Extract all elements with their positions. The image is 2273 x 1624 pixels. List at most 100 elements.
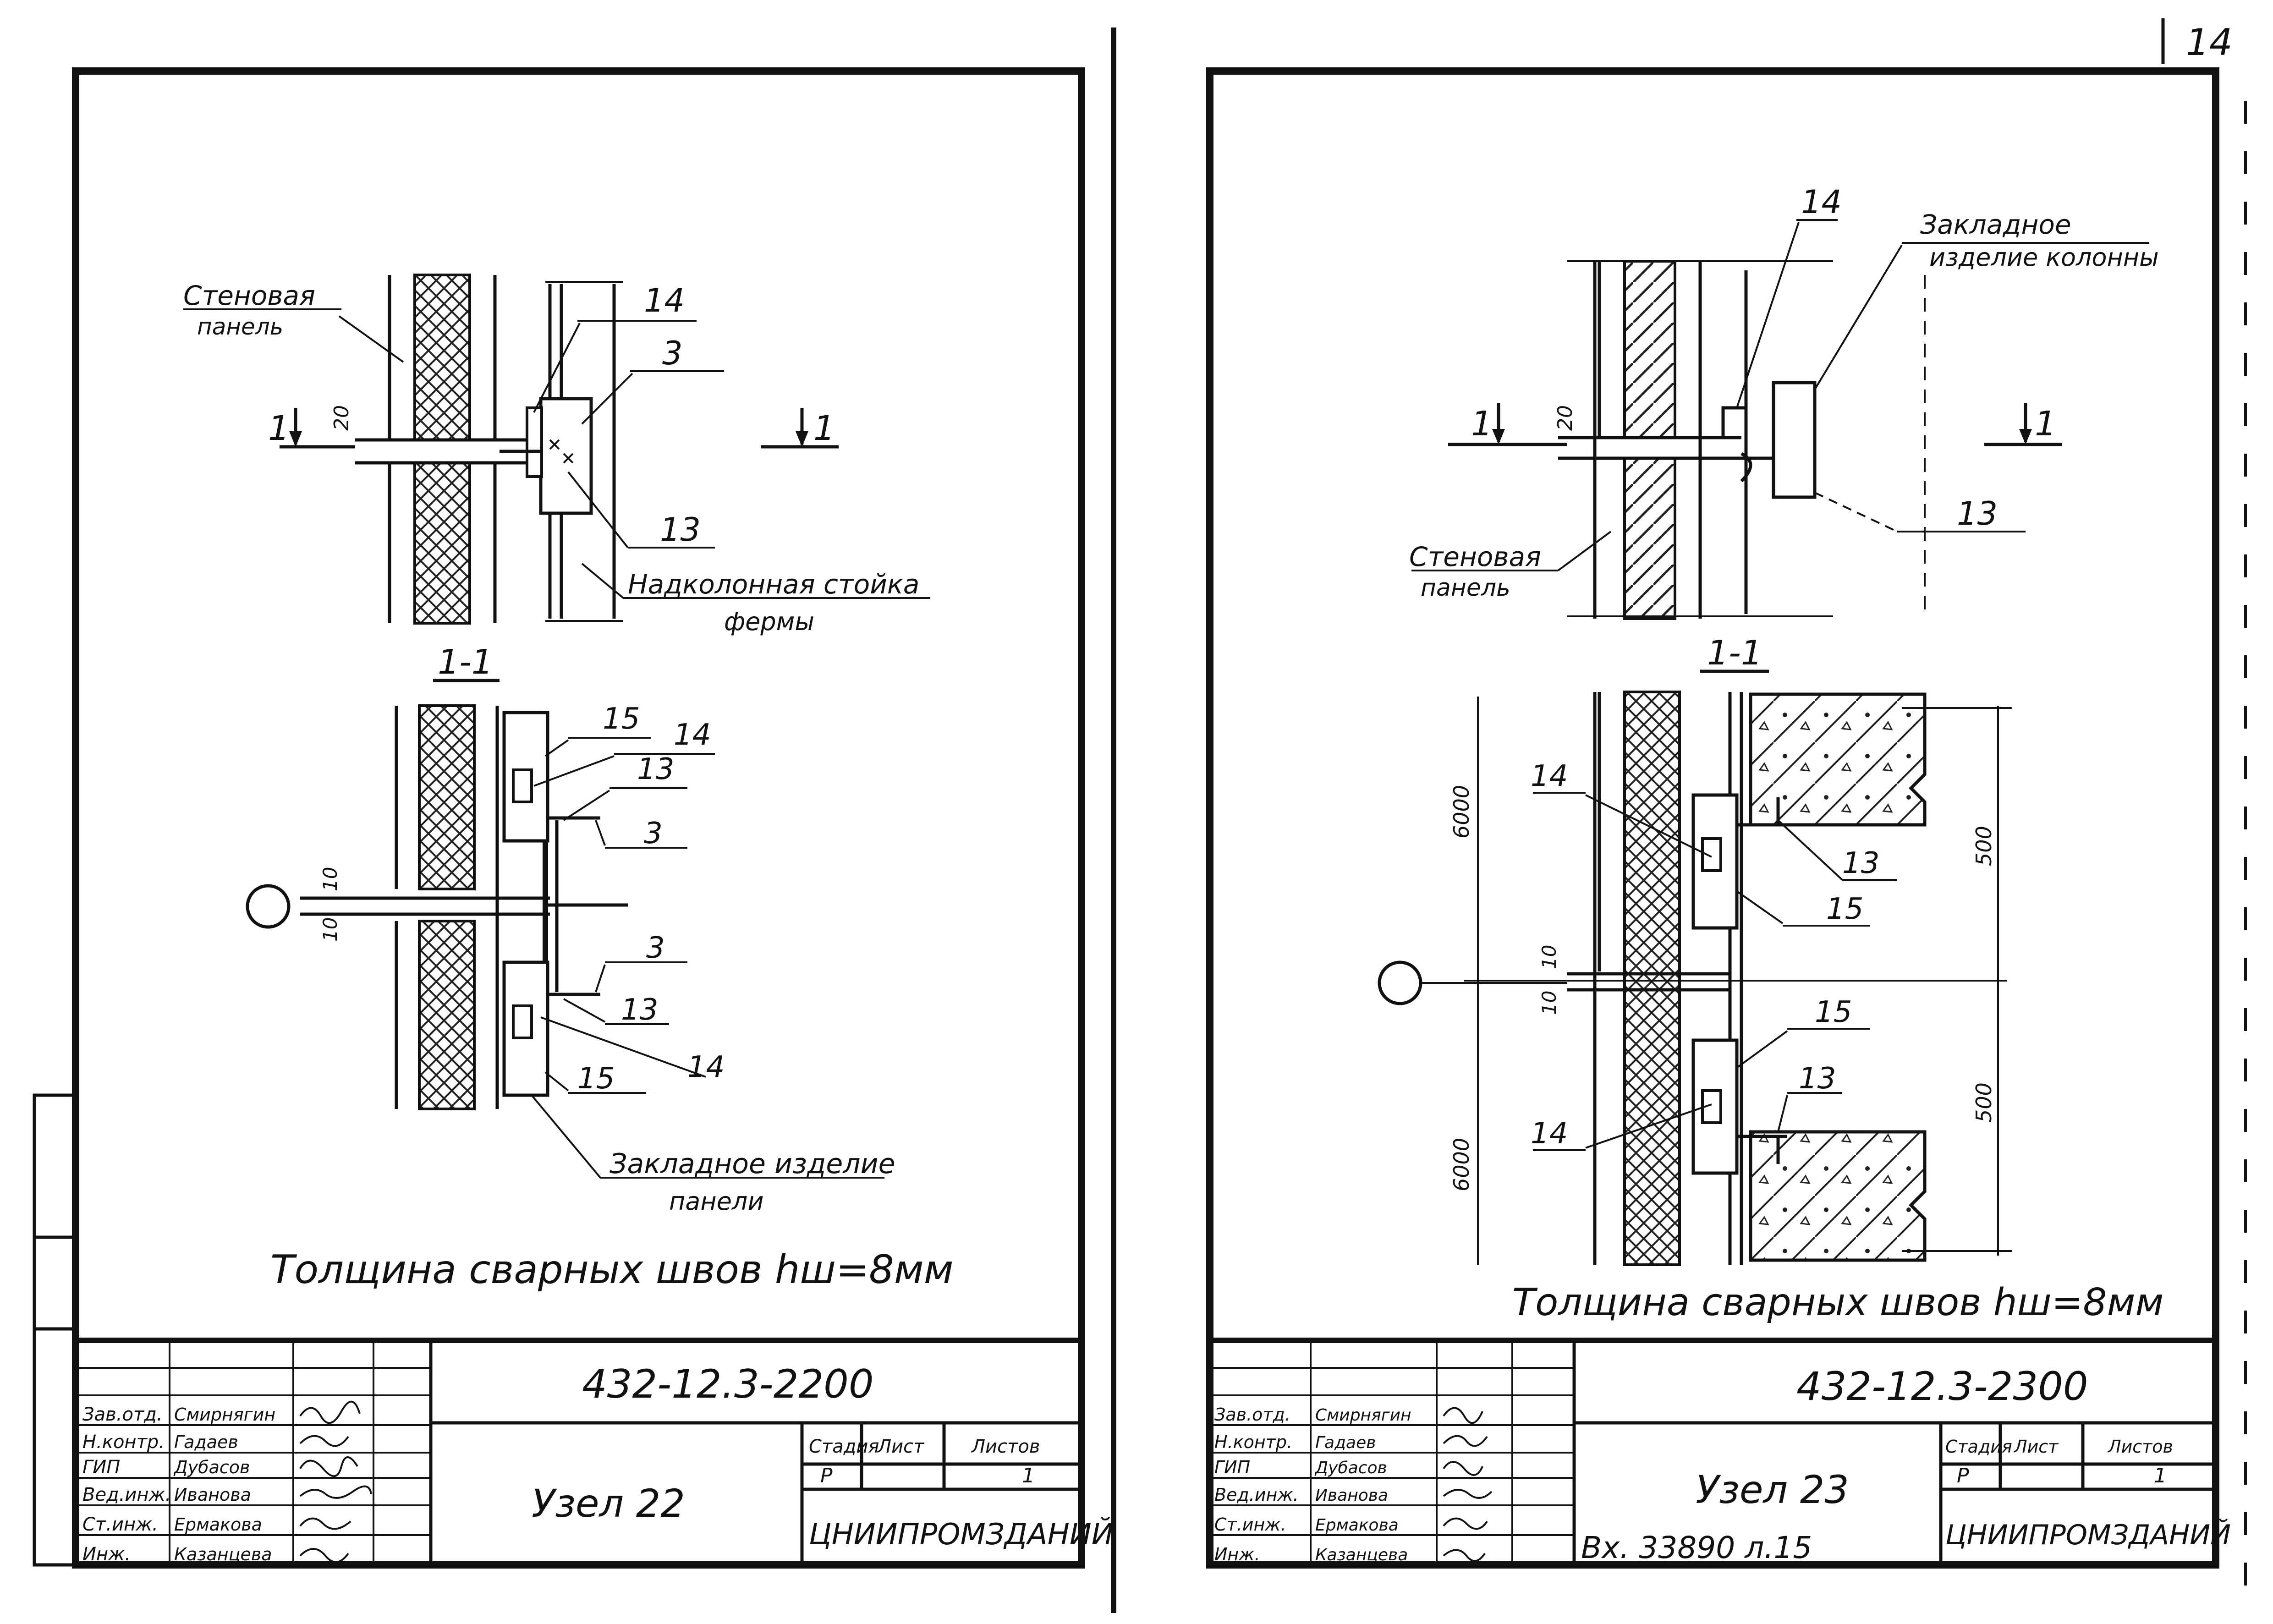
r-dim-right-1: 500 — [1971, 826, 1996, 866]
item-14-top: 14 — [644, 282, 685, 319]
r-joint-dim-2: 10 — [1538, 991, 1560, 1015]
tb-right-sheet-head: Лист — [2013, 1437, 2059, 1457]
tb-right-stage-head: Стадия — [1945, 1437, 2012, 1457]
item-3-a: 3 — [644, 817, 663, 850]
tb-right-inventory: Вх. 33890 л.15 — [1581, 1530, 1812, 1565]
node23-plan-view: 1 1 20 14 Закладное изделие колонны 13 С… — [1409, 183, 2159, 620]
label-embedded-panel-2: панели — [669, 1187, 764, 1216]
sheet-left: 1 1 20 Стеновая панель 14 3 13 Надколонн… — [33, 67, 1114, 1569]
r-item-15-a: 15 — [1826, 892, 1863, 926]
joint-dim-1: 10 — [319, 867, 341, 891]
tb-left-org: ЦНИИПРОМЗДАНИЙ — [809, 1517, 1114, 1552]
r-item-15-b: 15 — [1815, 995, 1852, 1029]
sheet-right-frame — [1206, 67, 2219, 1569]
r-item-13-b: 13 — [1799, 1062, 1836, 1096]
r-dim-left-1: 6000 — [1449, 785, 1474, 839]
r-label-embedded-col-1: Закладное — [1920, 209, 2071, 240]
label-wall-panel-1: Стеновая — [183, 280, 315, 311]
tb-right-sheets: 1 — [2154, 1464, 2167, 1487]
tb-left-name-3: Иванова — [174, 1485, 251, 1505]
r-item-14-top: 14 — [1801, 183, 1842, 221]
r-column-lower — [1749, 1130, 1927, 1262]
r-item-14-b: 14 — [1531, 1117, 1568, 1151]
node22-plan-view: 1 1 20 Стеновая панель 14 3 13 Надколонн… — [183, 274, 930, 636]
title-block-left: 432-12.3-2200 Узел 22 Зав.отд. Н.контр. … — [76, 1338, 1114, 1565]
tb-left-role-2: ГИП — [82, 1457, 120, 1478]
sheet-left-frame — [72, 67, 1085, 1569]
tb-right-name-3: Иванова — [1315, 1486, 1388, 1505]
tb-right-role-3: Вед.инж. — [1214, 1485, 1299, 1505]
tb-left-stage-head: Стадия — [809, 1436, 879, 1457]
tb-left-name-2: Дубасов — [173, 1457, 250, 1477]
insulation-upper — [413, 274, 471, 441]
item-14-a: 14 — [674, 718, 711, 752]
node22-section-1-1: 1-1 10 10 15 14 — [246, 642, 895, 1216]
section-title-left: 1-1 — [438, 642, 493, 682]
r-item-14-a: 14 — [1531, 759, 1568, 793]
sheet-right: 1 1 20 14 Закладное изделие колонны 13 С… — [1206, 67, 2247, 1604]
tb-right-name-2: Дубасов — [1314, 1459, 1387, 1477]
gap-dim: 20 — [330, 405, 353, 431]
section-mark-left-2: 1 — [813, 409, 835, 448]
tb-left-signatures — [299, 1400, 372, 1563]
label-wall-panel-2: панель — [197, 313, 283, 340]
tb-right-role-2: ГИП — [1214, 1457, 1250, 1477]
tb-right-doc-code: 432-12.3-2300 — [1796, 1364, 2088, 1410]
tb-left-sheet-head: Лист — [877, 1436, 925, 1457]
tb-left-name-5: Казанцева — [174, 1544, 272, 1564]
r-dim-right-2: 500 — [1971, 1082, 1996, 1123]
tb-left-name-4: Ермакова — [174, 1514, 262, 1535]
weld-note-left: Толщина сварных швов hш=8мм — [270, 1247, 954, 1293]
tb-left-role-1: Н.контр. — [82, 1432, 165, 1453]
tb-left-role-0: Зав.отд. — [82, 1404, 163, 1425]
tb-right-stage: Р — [1957, 1464, 1969, 1487]
r-gap-dim: 20 — [1554, 405, 1577, 431]
tb-right-sheets-head: Листов — [2107, 1437, 2173, 1457]
tb-right-org: ЦНИИПРОМЗДАНИЙ — [1945, 1519, 2231, 1551]
r-item-13-a: 13 — [1842, 846, 1879, 880]
insulation-lower — [413, 461, 471, 625]
item-14-b: 14 — [687, 1050, 725, 1084]
item-3-top: 3 — [662, 335, 683, 372]
tb-left-role-4: Ст.инж. — [82, 1514, 158, 1535]
tb-right-role-4: Ст.инж. — [1214, 1514, 1286, 1535]
tb-right-title: Узел 23 — [1696, 1467, 1849, 1512]
item-13-a: 13 — [637, 752, 674, 786]
tb-right-name-1: Гадаев — [1315, 1433, 1376, 1452]
tb-right-name-5: Казанцева — [1315, 1546, 1408, 1564]
label-column-post-1: Надколонная стойка — [628, 569, 919, 600]
page-number: 14 — [2186, 21, 2233, 64]
r-section-title: 1-1 — [1707, 633, 1762, 673]
r-item-13-top: 13 — [1957, 495, 1998, 532]
tb-left-title: Узел 22 — [532, 1481, 685, 1526]
tb-left-stage: Р — [820, 1464, 833, 1487]
r-section-mark-1: 1 — [1471, 404, 1493, 444]
item-15-a: 15 — [603, 702, 640, 736]
tb-right-name-0: Смирнягин — [1315, 1406, 1411, 1425]
item-15-b: 15 — [577, 1062, 615, 1096]
label-embedded-panel-1: Закладное изделие — [609, 1148, 895, 1180]
tb-left-name-0: Смирнягин — [174, 1405, 275, 1425]
section-insulation-lower — [418, 920, 476, 1110]
tb-left-role-3: Вед.инж. — [82, 1484, 171, 1505]
tb-right-role-1: Н.контр. — [1214, 1432, 1292, 1452]
r-joint-marker-circle — [1378, 960, 1422, 1005]
tb-left-sheets: 1 — [1022, 1464, 1035, 1487]
item-3-b: 3 — [646, 931, 665, 965]
tb-left-doc-code: 432-12.3-2200 — [582, 1361, 874, 1407]
tb-right-role-5: Инж. — [1214, 1544, 1260, 1564]
weld-note-right: Толщина сварных швов hш=8мм — [1512, 1281, 2163, 1324]
tb-left-sheets-head: Листов — [971, 1436, 1040, 1457]
tb-right-name-4: Ермакова — [1315, 1516, 1399, 1535]
tb-left-name-1: Гадаев — [174, 1432, 238, 1452]
joint-marker-circle — [246, 884, 291, 929]
r-section-insulation — [1623, 691, 1681, 1266]
label-column-post-2: фермы — [724, 607, 814, 636]
r-insulation-lower — [1623, 457, 1676, 620]
tb-right-role-0: Зав.отд. — [1214, 1405, 1290, 1425]
item-13-top: 13 — [660, 511, 701, 549]
tb-left-role-5: Инж. — [82, 1544, 131, 1565]
joint-dim-2: 10 — [319, 917, 341, 942]
section-mark-left-1: 1 — [268, 409, 290, 448]
